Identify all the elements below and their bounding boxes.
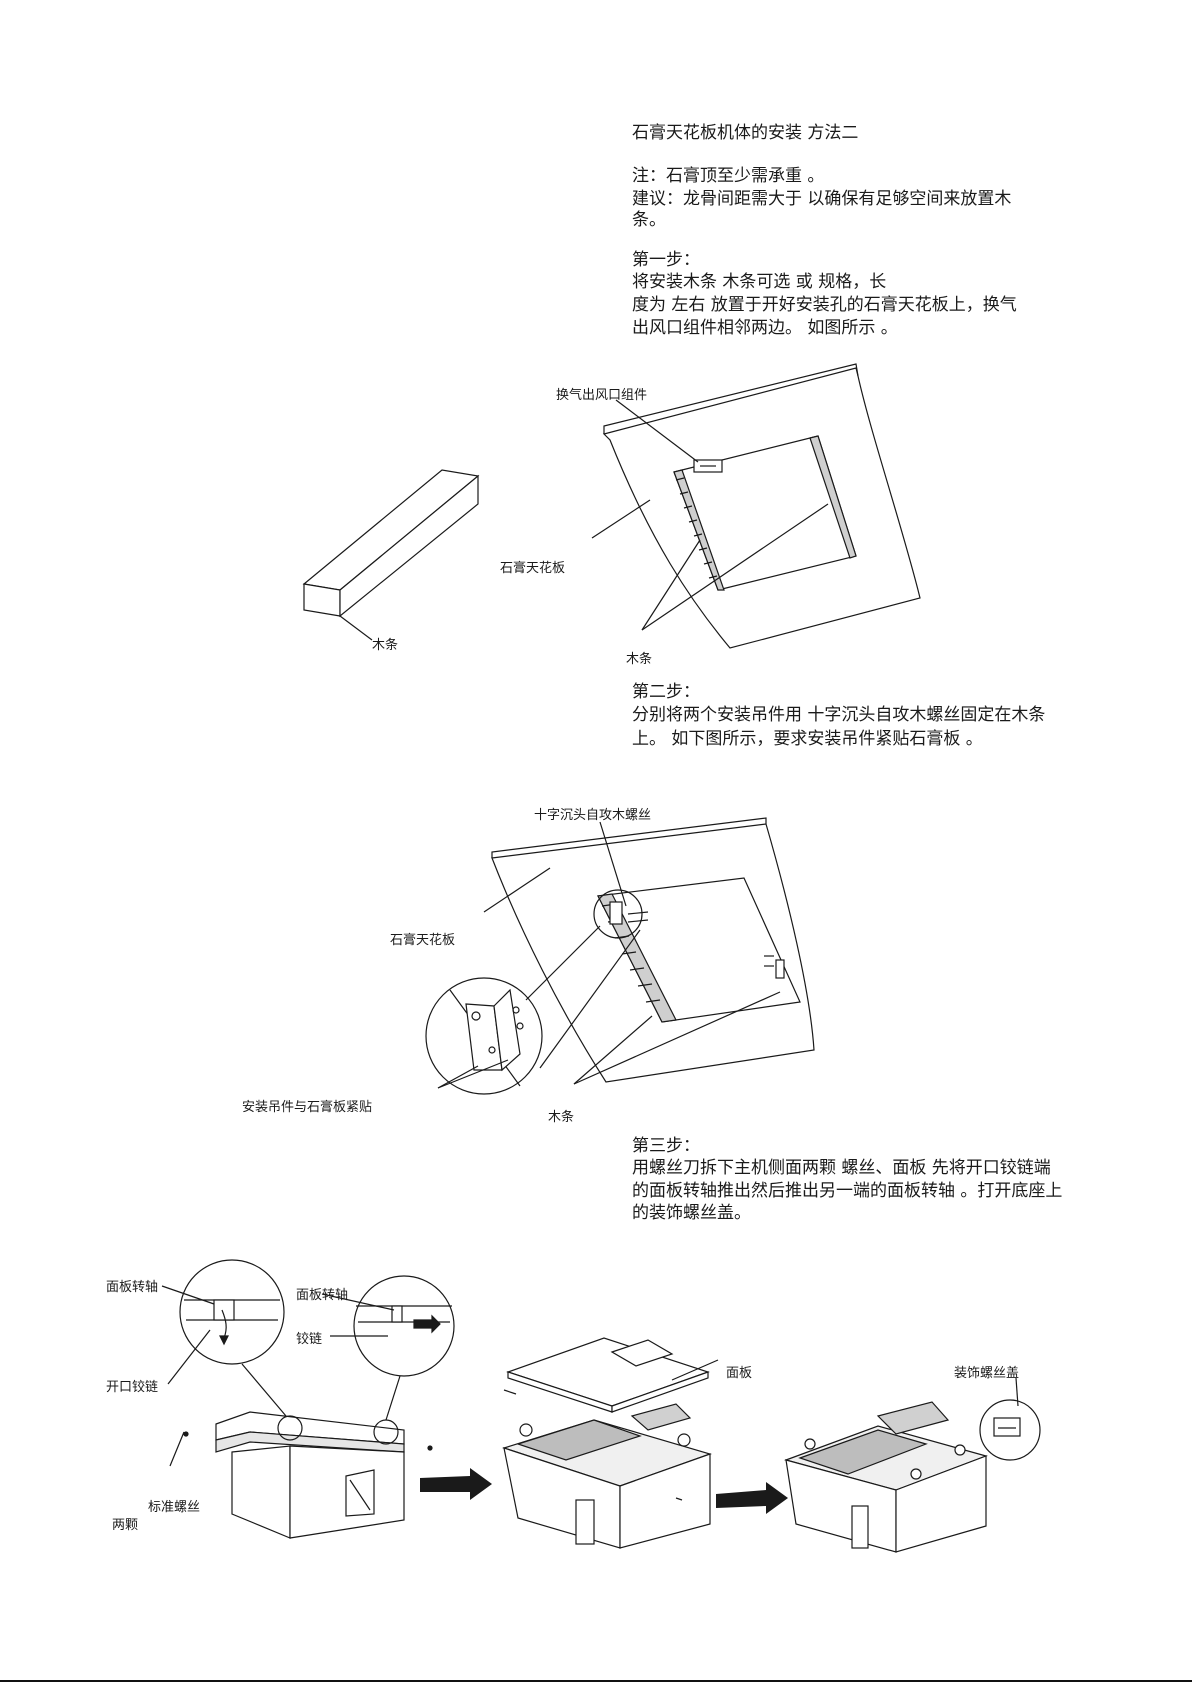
figure3-decor-screw-cap-label: 装饰螺丝盖 <box>954 1366 1020 1381</box>
step2-line-1: 分别将两个安装吊件用 十字沉头自攻木螺丝固定在木条 <box>632 705 1046 725</box>
figure1-vent-assembly-label: 换气出风口组件 <box>556 388 648 403</box>
figure3-hinge-label: 铰链 <box>296 1332 323 1347</box>
step3-heading: 第三步： <box>632 1136 700 1156</box>
step1-line-3: 出风口组件相邻两边。 如图所示 。 <box>632 318 898 338</box>
step1-line-2: 度为 左右 放置于开好安装孔的石膏天花板上，换气 <box>632 295 1017 315</box>
step3-line-2: 的面板转轴推出然后推出另一端的面板转轴 。打开底座上 <box>632 1181 1063 1201</box>
figure1-gypsum-board-label: 石膏天花板 <box>500 561 566 576</box>
figure2-gypsum-board-label: 石膏天花板 <box>390 933 456 948</box>
step3-line-1: 用螺丝刀拆下主机侧面两颗 螺丝、面板 先将开口铰链端 <box>632 1158 1051 1178</box>
figure3-panel-label: 面板 <box>726 1366 753 1381</box>
note-line-3: 条。 <box>632 210 666 230</box>
figure2-screw-label: 十字沉头自攻木螺丝 <box>534 808 652 823</box>
figure1-wood-strip-right-label: 木条 <box>626 652 653 667</box>
step3-line-3: 的装饰螺丝盖。 <box>632 1203 751 1223</box>
step1-heading: 第一步： <box>632 250 700 270</box>
figure3-panel-pivot-right-label: 面板转轴 <box>296 1288 349 1303</box>
figure3-standard-screw-label: 标准螺丝 <box>148 1500 201 1515</box>
figure3-panel-pivot-left-label: 面板转轴 <box>106 1280 159 1295</box>
figure3-open-hinge-label: 开口铰链 <box>106 1380 159 1395</box>
figure2-bracket-flush-label: 安装吊件与石膏板紧贴 <box>242 1100 373 1115</box>
page-bottom-rule <box>0 1680 1192 1682</box>
step2-line-2: 上。 如下图所示，要求安装吊件紧贴石膏板 。 <box>632 729 983 749</box>
figure2-wood-strip-label: 木条 <box>548 1110 575 1125</box>
note-line-1: 注：石膏顶至少需承重 。 <box>632 166 825 186</box>
section-title: 石膏天花板机体的安装 方法二 <box>632 123 859 143</box>
figure1-wood-strip-left-label: 木条 <box>372 638 399 653</box>
note-line-2: 建议：龙骨间距需大于 以确保有足够空间来放置木 <box>632 189 1012 209</box>
step1-line-1: 将安装木条 木条可选 或 规格，长 <box>632 272 887 292</box>
step2-heading: 第二步： <box>632 682 700 702</box>
figure3-two-pieces-label: 两颗 <box>112 1518 139 1533</box>
